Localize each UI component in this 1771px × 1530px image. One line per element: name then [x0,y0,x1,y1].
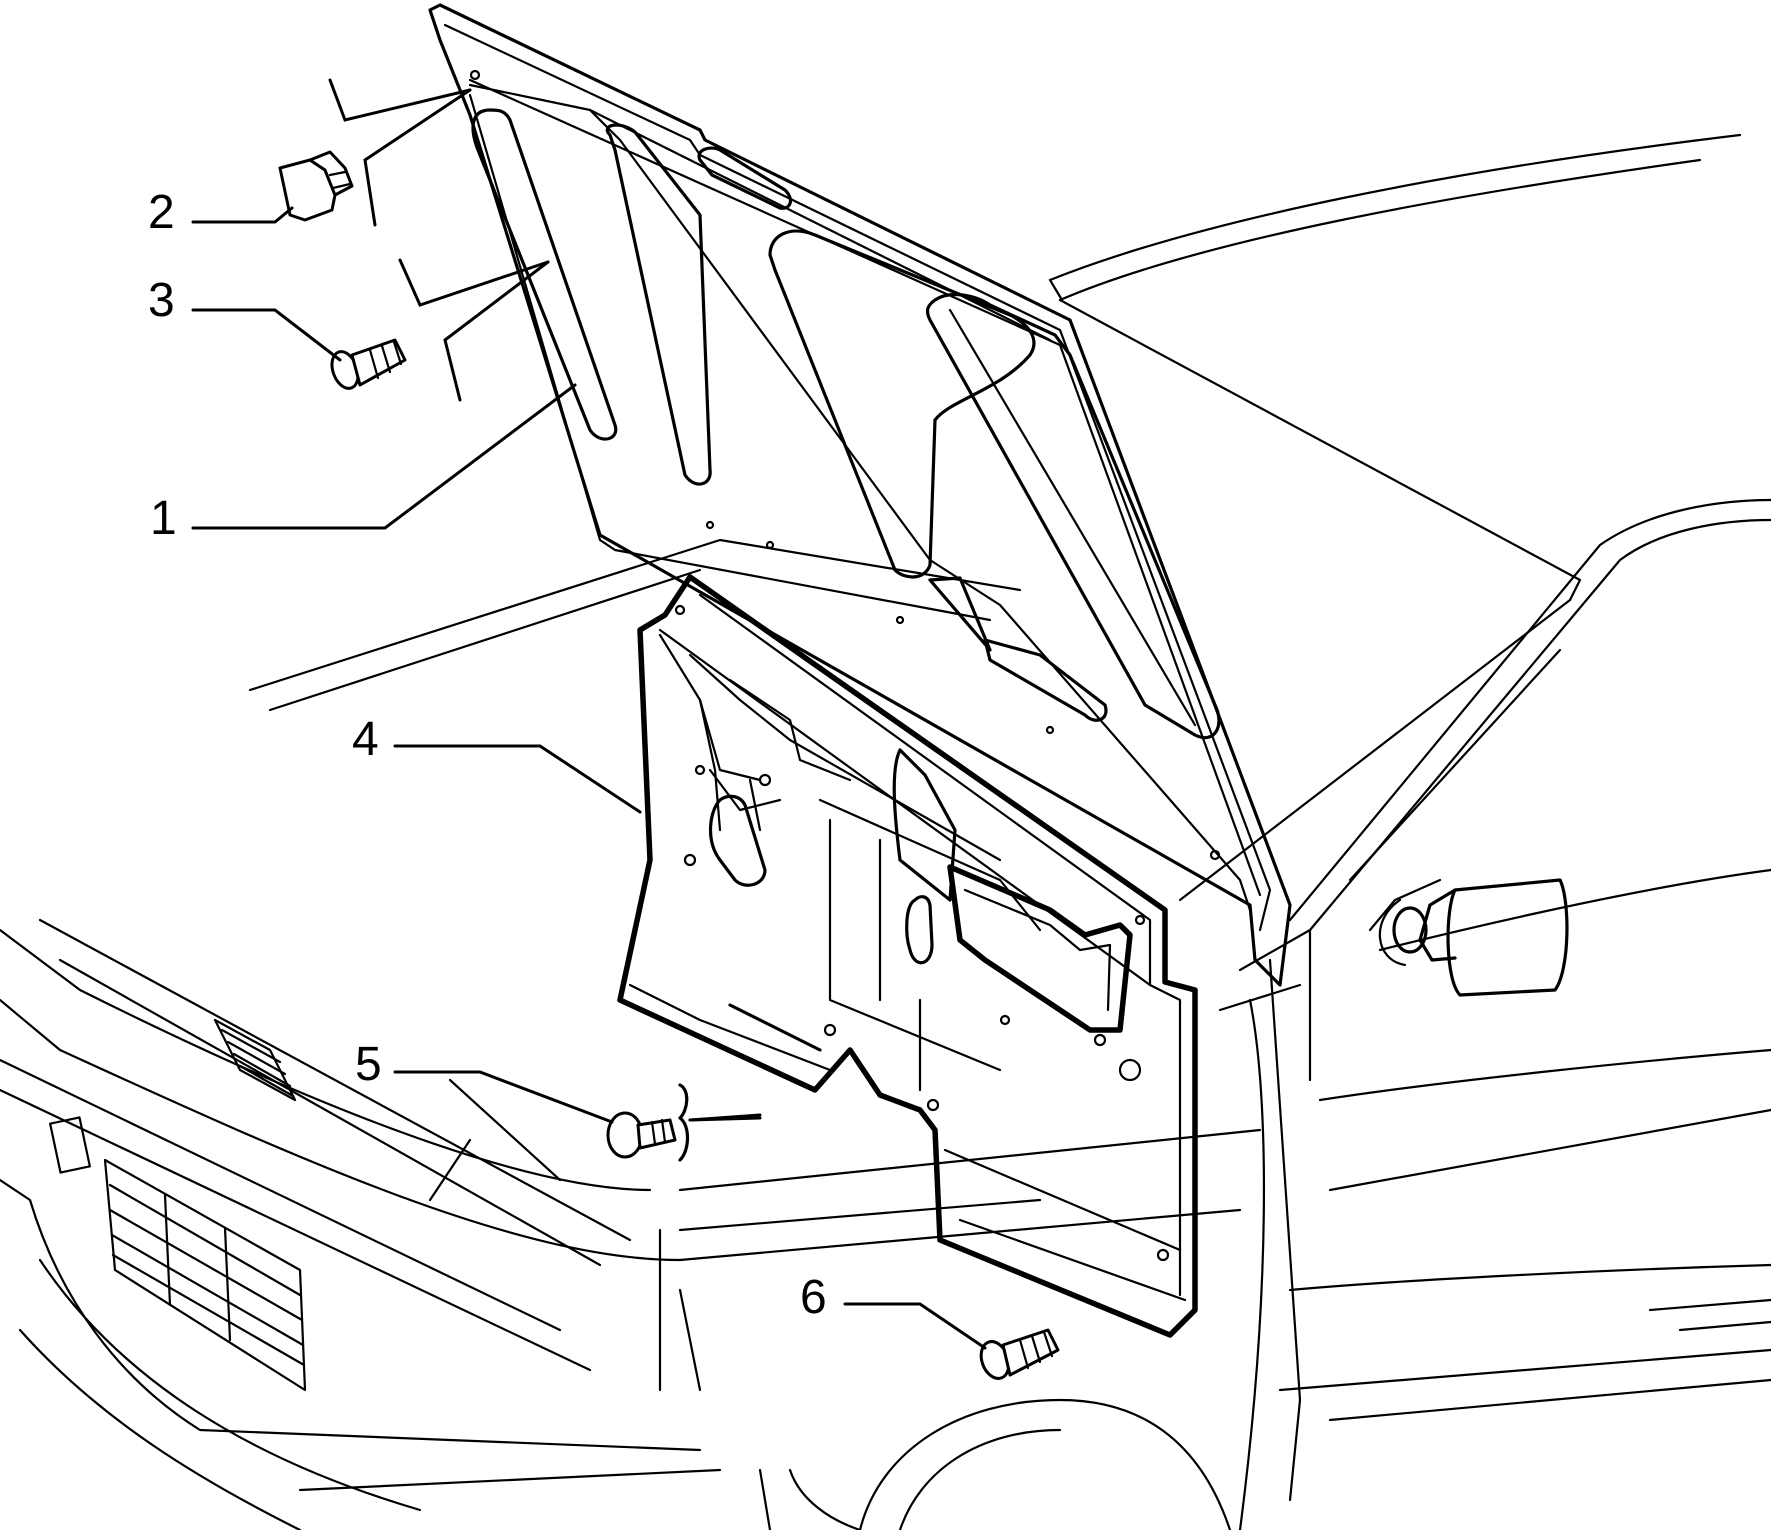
callout-2: 2 [148,186,175,239]
part-5-fastener [606,1083,690,1162]
callout-3: 3 [148,274,175,327]
callout-5: 5 [355,1038,382,1091]
callout-4: 4 [352,713,379,766]
leader-4 [393,744,642,814]
bonnet-panel [428,3,1292,987]
leader-2 [191,206,294,224]
car-body [0,133,1771,1530]
grille [103,1018,307,1392]
part-6-screw [979,1328,1060,1380]
leader-lines [191,78,987,1350]
leader-1 [191,383,577,530]
leader-6 [843,1302,987,1350]
part-3-screw [330,338,407,390]
callout-1: 1 [150,492,177,545]
callout-labels: 2 3 1 4 5 6 [148,186,827,1324]
part-2-clip [278,150,354,222]
leader-3 [191,308,342,362]
leader-5 [393,1070,614,1124]
insulation-panel [617,574,1198,1338]
callout-6: 6 [800,1271,827,1324]
